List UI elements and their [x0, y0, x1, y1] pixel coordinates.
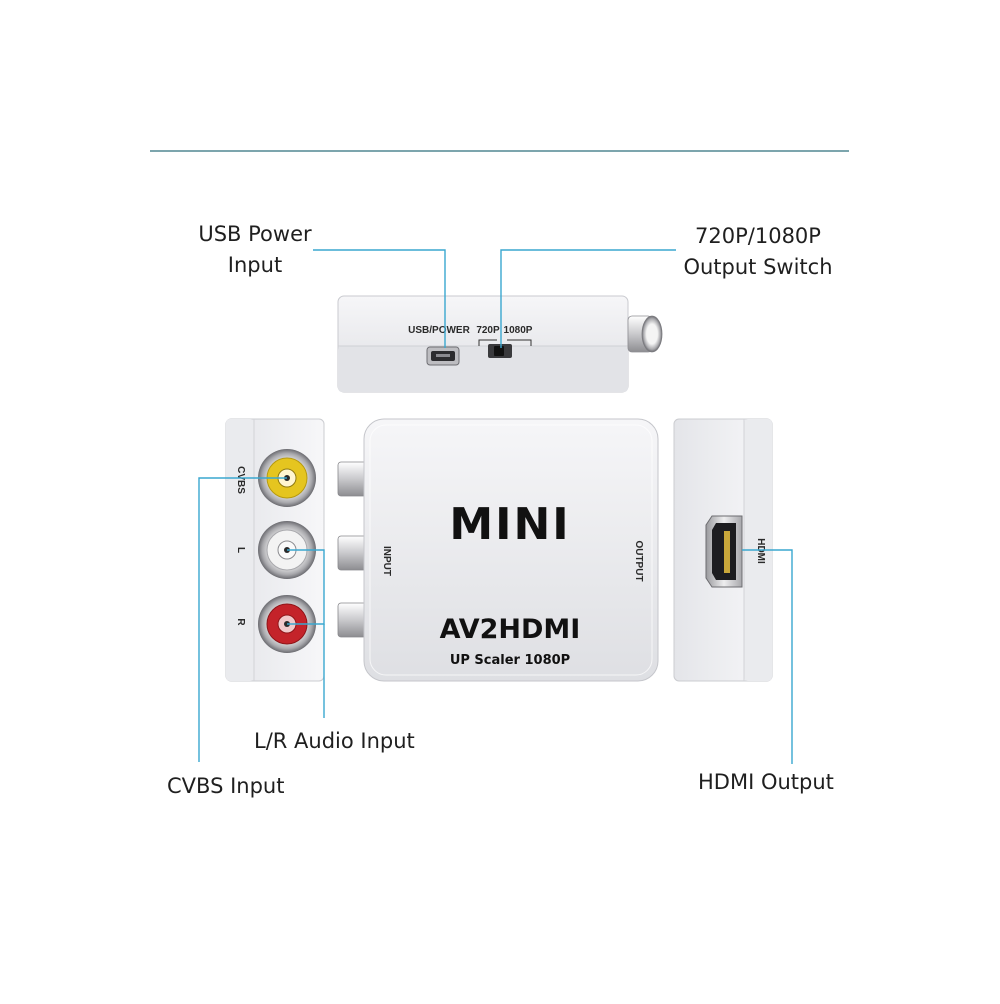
hdmi-port — [705, 515, 743, 588]
leader-hdmi-output — [742, 549, 793, 764]
slide-switch — [488, 344, 512, 358]
output-print: OUTPUT — [633, 540, 644, 581]
top-view: USB/POWER 720P 1080P — [337, 295, 663, 393]
brand-mini: MINI — [449, 499, 570, 550]
leader-cvbs — [198, 477, 287, 762]
switch-720-print: 720P — [476, 325, 500, 336]
leader-output-switch — [500, 249, 676, 348]
usb-power-print: USB/POWER — [408, 325, 470, 336]
upscaler-subtitle: UP Scaler 1080P — [450, 653, 570, 668]
switch-1080-print: 1080P — [504, 325, 533, 336]
rca-stubs — [337, 461, 369, 638]
callout-hdmi-output: HDMI Output — [698, 770, 834, 794]
callout-lr-audio: L/R Audio Input — [254, 729, 415, 753]
callout-output-switch-line2: Output Switch — [683, 255, 833, 279]
callout-usb-power: USB Power Input — [175, 219, 335, 281]
model-av2hdmi: AV2HDMI — [440, 614, 581, 645]
r-print: R — [235, 618, 246, 626]
l-print: L — [235, 547, 246, 553]
leader-lines — [198, 249, 793, 764]
callout-usb-power-line1: USB Power — [198, 222, 312, 246]
hdmi-print: HDMI — [755, 538, 766, 564]
callout-cvbs: CVBS Input — [167, 774, 285, 798]
leader-lr-audio — [287, 549, 325, 625]
cvbs-print: CVBS — [235, 466, 246, 494]
mini-usb-port — [426, 346, 460, 366]
front-view: MINI AV2HDMI UP Scaler 1080P INPUT OUTPU… — [337, 418, 659, 682]
callout-usb-power-line2: Input — [227, 253, 283, 277]
input-print: INPUT — [381, 546, 392, 576]
callout-output-switch: 720P/1080P Output Switch — [676, 221, 840, 283]
leader-usb-power — [313, 249, 446, 348]
callout-output-switch-line1: 720P/1080P — [695, 224, 821, 248]
